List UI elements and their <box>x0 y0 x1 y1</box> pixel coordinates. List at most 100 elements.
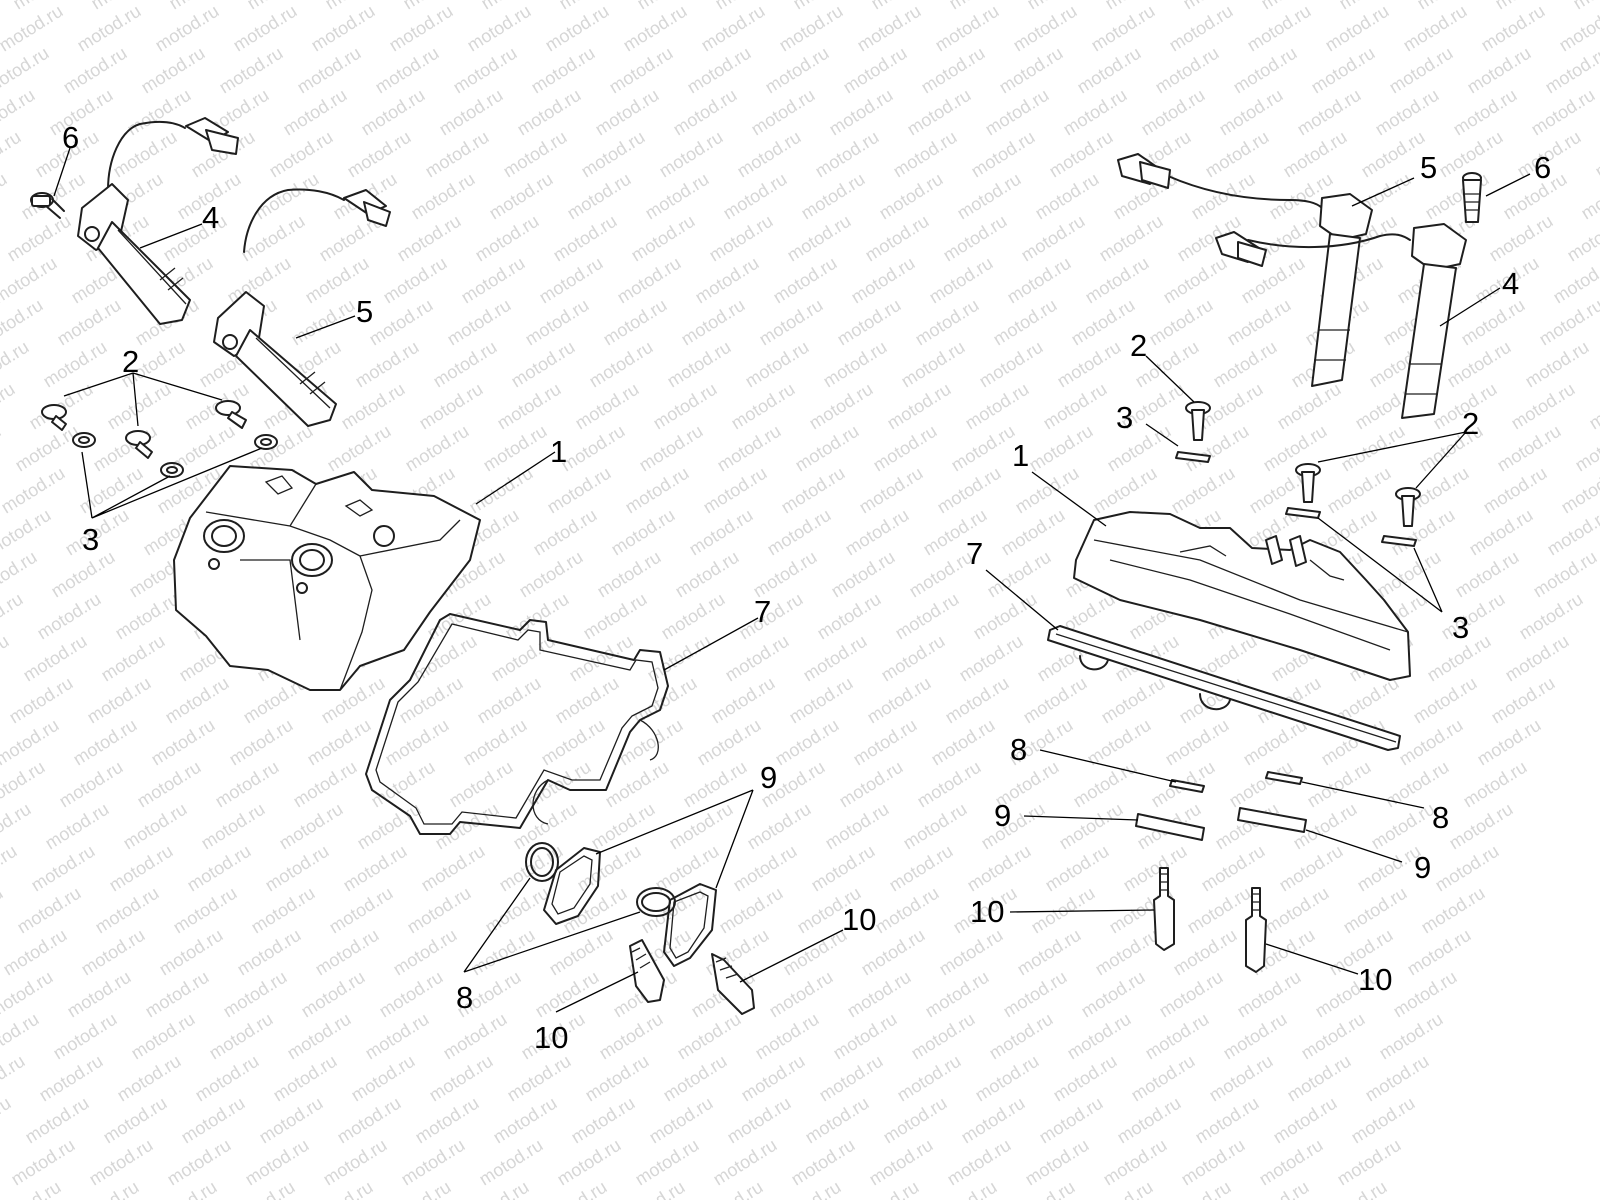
watermark-text: motod.ru <box>776 1 847 56</box>
watermark-text: motod.ru <box>398 1135 469 1190</box>
watermark-text: motod.ru <box>1362 1051 1433 1106</box>
watermark-text: motod.ru <box>1240 715 1311 770</box>
watermark-text: motod.ru <box>692 253 763 308</box>
watermark-text: motod.ru <box>164 1135 235 1190</box>
watermark-text: motod.ru <box>812 127 883 182</box>
watermark-text: motod.ru <box>36 1051 107 1106</box>
left-ignition-coil-4 <box>77 117 239 325</box>
watermark-text: motod.ru <box>502 589 573 644</box>
left-spark-plugs-10 <box>629 939 755 1015</box>
watermark-text: motod.ru <box>54 295 125 350</box>
watermark-text: motod.ru <box>680 757 751 812</box>
watermark-text: motod.ru <box>494 379 565 434</box>
right-callout-4: 4 <box>1502 266 1519 301</box>
watermark-text: motod.ru <box>160 211 231 266</box>
right-callout-3-a: 3 <box>1116 400 1133 435</box>
watermark-text: motod.ru <box>588 799 659 854</box>
watermark-text: motod.ru <box>42 799 113 854</box>
watermark-text: motod.ru <box>1444 337 1515 392</box>
watermark-text: motod.ru <box>4 211 75 266</box>
watermark-text: motod.ru <box>772 715 843 770</box>
watermark-text: motod.ru <box>862 211 933 266</box>
watermark-text: motod.ru <box>156 925 227 980</box>
watermark-text: motod.ru <box>1178 1135 1249 1190</box>
right-callout-1: 1 <box>1012 438 1029 473</box>
watermark-text: motod.ru <box>1404 925 1475 980</box>
left-seals-9 <box>543 847 717 967</box>
left-callout-8: 8 <box>456 980 473 1015</box>
watermark-text: motod.ru <box>78 925 149 980</box>
right-callout-9-b: 9 <box>1414 850 1431 885</box>
left-callout-7: 7 <box>754 594 771 629</box>
watermark-text: motod.ru <box>98 631 169 686</box>
watermark-text: motod.ru <box>20 631 91 686</box>
watermark-text: motod.ru <box>372 43 443 98</box>
watermark-text: motod.ru <box>1530 547 1600 602</box>
watermark-text: motod.ru <box>70 715 141 770</box>
watermark-text: motod.ru <box>714 421 785 476</box>
watermark-text: motod.ru <box>1100 1135 1171 1190</box>
watermark-text: motod.ru <box>1446 799 1517 854</box>
watermark-text: motod.ru <box>40 337 111 392</box>
watermark-text: motod.ru <box>954 169 1025 224</box>
watermark-text: motod.ru <box>822 799 893 854</box>
watermark-text: motod.ru <box>558 421 629 476</box>
right-ignition-coil-5 <box>1117 153 1373 387</box>
watermark-text: motod.ru <box>674 1009 745 1064</box>
watermark-text: motod.ru <box>1210 337 1281 392</box>
watermark-text: motod.ru <box>708 673 779 728</box>
watermark-text: motod.ru <box>1474 715 1545 770</box>
watermark-text: motod.ru <box>266 127 337 182</box>
watermark-text: motod.ru <box>752 1009 823 1064</box>
watermark-text: motod.ru <box>192 1051 263 1106</box>
watermark-text: motod.ru <box>276 799 347 854</box>
watermark-text: motod.ru <box>1452 547 1523 602</box>
watermark-text: motod.ru <box>1032 169 1103 224</box>
watermark-text: motod.ru <box>178 1093 249 1148</box>
left-callout-9: 9 <box>760 760 777 795</box>
watermark-text: motod.ru <box>962 379 1033 434</box>
watermark-text: motod.ru <box>976 337 1047 392</box>
watermark-text: motod.ru <box>608 505 679 560</box>
watermark-text: motod.ru <box>1040 379 1111 434</box>
watermark-text: motod.ru <box>334 1093 405 1148</box>
watermark-text: motod.ru <box>226 715 297 770</box>
left-callout-1: 1 <box>550 434 567 469</box>
watermark-text: motod.ru <box>932 1 1003 56</box>
watermark-text: motod.ru <box>990 295 1061 350</box>
watermark-text: motod.ru <box>1494 421 1565 476</box>
watermark-text: motod.ru <box>1390 967 1461 1022</box>
watermark-text: motod.ru <box>324 421 395 476</box>
left-callout-4: 4 <box>202 200 219 235</box>
watermark-text: motod.ru <box>252 169 323 224</box>
watermark-text: motod.ru <box>1284 1051 1355 1106</box>
watermark-text: motod.ru <box>1244 1 1315 56</box>
watermark-text: motod.ru <box>0 841 20 896</box>
watermark-text: motod.ru <box>138 43 209 98</box>
watermark-text: motod.ru <box>86 1135 157 1190</box>
watermark-text: motod.ru <box>1280 127 1351 182</box>
left-callout-5: 5 <box>356 294 373 329</box>
watermark-text: motod.ru <box>390 925 461 980</box>
watermark-text: motod.ru <box>408 169 479 224</box>
watermark-text: motod.ru <box>426 1051 497 1106</box>
watermark-text: motod.ru <box>1054 337 1125 392</box>
watermark-text: motod.ru <box>1060 85 1131 140</box>
watermark-text: motod.ru <box>1114 1093 1185 1148</box>
watermark-text: motod.ru <box>956 631 1027 686</box>
watermark-text: motod.ru <box>212 757 283 812</box>
right-callout-5: 5 <box>1420 150 1437 185</box>
watermark-text: motod.ru <box>552 673 623 728</box>
watermark-text: motod.ru <box>908 1009 979 1064</box>
watermark-text: motod.ru <box>0 421 4 476</box>
watermark-text: motod.ru <box>248 883 319 938</box>
watermark-text: motod.ru <box>554 1135 625 1190</box>
watermark-text: motod.ru <box>1182 421 1253 476</box>
watermark-text: motod.ru <box>880 1093 951 1148</box>
watermark-text: motod.ru <box>730 841 801 896</box>
watermark-text: motod.ru <box>394 211 465 266</box>
watermark-text: motod.ru <box>238 211 309 266</box>
watermark-text: motod.ru <box>1224 295 1295 350</box>
watermark-text: motod.ru <box>12 421 83 476</box>
